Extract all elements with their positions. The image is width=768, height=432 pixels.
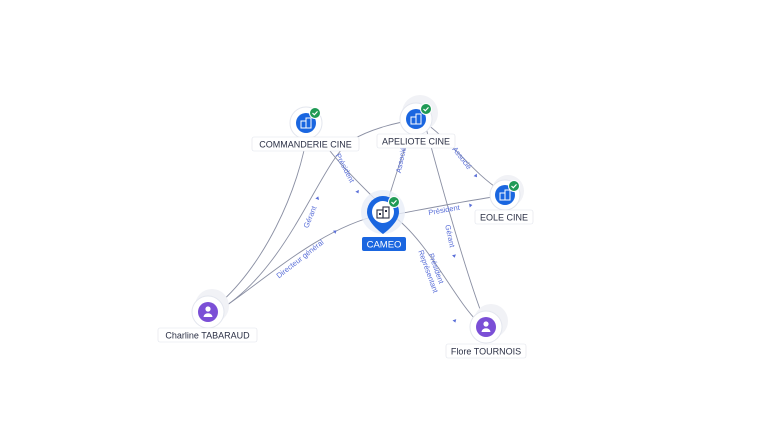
edge-apeliote-eole	[423, 121, 501, 191]
edge-label-apeliote-eole: Associé	[450, 145, 473, 171]
node-commanderie-cine[interactable]: COMMANDERIE CINE	[251, 106, 360, 152]
edge-label-charline-cameo: Directeur général	[275, 238, 326, 281]
node-label-charline-tabaraud: Charline TABARAUD	[165, 331, 250, 341]
edge-arrow-apeliote-eole	[473, 173, 478, 178]
edge-arrow-flore-apeliote	[452, 254, 456, 258]
edge-arrow-cameo-commanderie	[355, 189, 359, 194]
edge-label-charline-commanderie: Gérant	[302, 204, 319, 229]
node-label-apeliote-cine: APELIOTE CINE	[382, 137, 450, 147]
edge-arrow-charline-commanderie	[315, 196, 320, 200]
node-apeliote-cine[interactable]: APELIOTE CINE	[376, 95, 456, 149]
verified-check-icon	[420, 103, 432, 115]
verified-check-icon	[508, 180, 520, 192]
node-label-cameo: CAMEO	[367, 240, 402, 251]
verified-check-icon	[309, 107, 321, 119]
edge-charline-cameo	[219, 213, 384, 311]
building-icon	[499, 189, 511, 201]
verified-check-icon	[388, 196, 400, 208]
edge-label-cameo-apeliote: Associé	[394, 146, 408, 174]
edge-charline-commanderie	[213, 127, 309, 309]
edge-arrow-charline-cameo	[332, 230, 337, 234]
edges-layer	[213, 119, 501, 323]
edge-label-cameo-eole: Président	[428, 203, 462, 218]
building-icon	[376, 206, 390, 219]
node-eole-cine[interactable]: EOLE CINE	[474, 175, 534, 225]
node-label-commanderie-cine: COMMANDERIE CINE	[259, 140, 352, 150]
edge-arrow-cameo-eole	[469, 203, 473, 208]
node-cameo[interactable]: CAMEO	[361, 190, 406, 251]
edge-label-flore-apeliote: Gérant	[443, 224, 457, 249]
building-icon	[300, 117, 312, 129]
node-charline-tabaraud[interactable]: Charline TABARAUD	[157, 289, 258, 343]
edge-charline-apeliote	[215, 119, 415, 313]
edge-cameo-flore	[395, 217, 479, 323]
building-icon	[410, 113, 422, 125]
edge-arrow-cameo-flore	[452, 319, 457, 323]
person-icon	[203, 306, 213, 317]
node-label-eole-cine: EOLE CINE	[480, 213, 528, 223]
node-flore-tournois[interactable]: Flore TOURNOIS	[445, 304, 527, 359]
edge-flore-apeliote	[425, 127, 485, 321]
person-icon	[481, 321, 491, 332]
edge-label-cameo-flore: PrésidentReprésentant	[416, 246, 448, 295]
node-label-flore-tournois: Flore TOURNOIS	[451, 347, 521, 357]
edge-label-cameo-commanderie: Président	[334, 152, 357, 185]
